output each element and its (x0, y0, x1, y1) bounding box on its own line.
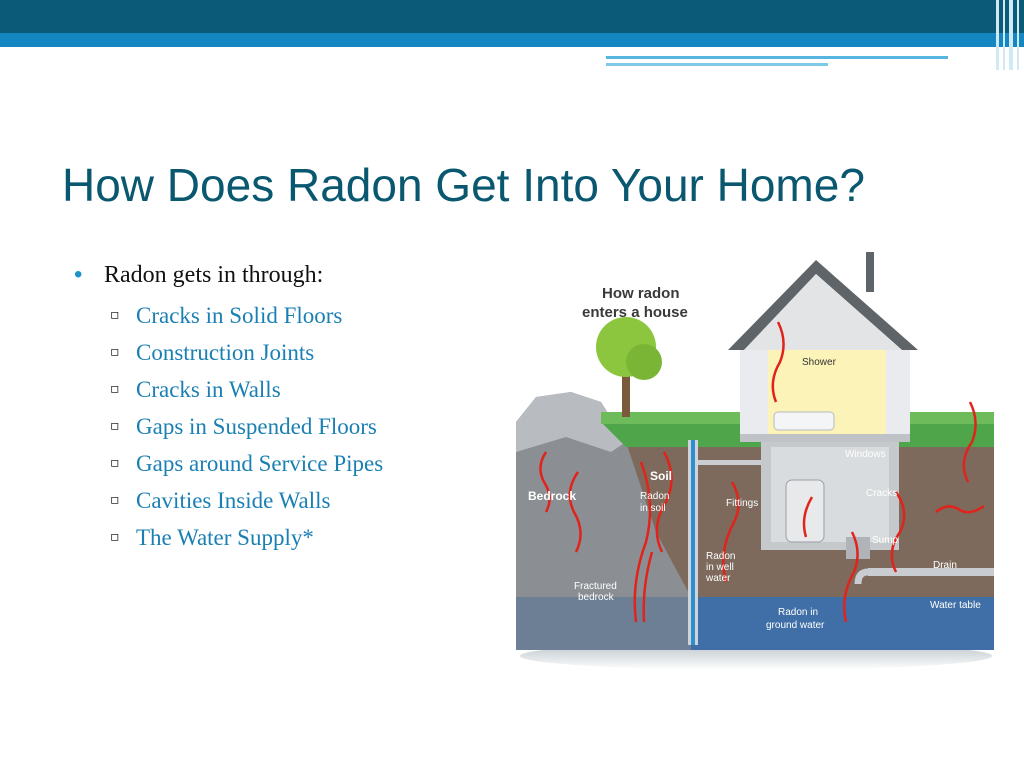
bedrock-layer (516, 392, 691, 650)
label-radon-soil: in soil (640, 503, 666, 514)
label-windows: Windows (845, 449, 886, 460)
sub-bullet-item: ▫ Cavities Inside Walls (74, 482, 383, 519)
sub-bullet-text: Cracks in Walls (136, 377, 281, 402)
bullet-item: • Radon gets in through: (74, 260, 383, 290)
bullet-dot-icon: • (74, 261, 83, 288)
sub-bullet-text: Cracks in Solid Floors (136, 303, 343, 328)
sub-bullet-list: ▫ Cracks in Solid Floors ▫ Construction Jo… (74, 297, 383, 556)
sub-bullet-item: ▫ The Water Supply* (74, 519, 383, 556)
bullet-list: • Radon gets in through: ▫ Cracks in Soli… (74, 260, 383, 556)
drain-pipe (868, 568, 994, 576)
square-bullet-icon: ▫ (110, 529, 120, 545)
square-bullet-icon: ▫ (110, 307, 120, 323)
label-radon-groundwater: Radon in (778, 607, 818, 618)
square-bullet-icon: ▫ (110, 418, 120, 434)
slide-title: How Does Radon Get Into Your Home? (62, 159, 865, 211)
radon-arrows (539, 321, 985, 623)
label-shower: Shower (802, 357, 837, 368)
label-radon-soil: Radon (640, 491, 669, 502)
label-soil: Soil (650, 469, 672, 483)
header-band-dark (0, 0, 1024, 33)
house-floor (740, 434, 910, 442)
diagram-title: How radon (602, 285, 680, 302)
square-bullet-icon: ▫ (110, 455, 120, 471)
label-radon-well: Radon (706, 551, 735, 562)
label-cracks: Cracks (866, 488, 897, 499)
tree-foliage (626, 344, 662, 380)
drain-elbow (854, 568, 869, 585)
header-accent-line (606, 63, 828, 66)
label-water-table: Water table (930, 600, 981, 611)
bedrock-top (516, 392, 626, 452)
square-bullet-icon: ▫ (110, 492, 120, 508)
house-roof (728, 260, 918, 350)
water-line-pipe (698, 460, 788, 465)
square-bullet-icon: ▫ (110, 381, 120, 397)
chimney-pipe (866, 252, 874, 292)
label-radon-groundwater: ground water (766, 620, 825, 631)
sub-bullet-item: ▫ Gaps around Service Pipes (74, 445, 383, 482)
square-bullet-icon: ▫ (110, 344, 120, 360)
well-water (691, 440, 695, 645)
bullet-text: Radon gets in through: (104, 262, 324, 288)
house-gable (744, 274, 902, 350)
tree-trunk (622, 362, 630, 417)
header-band-blue (0, 33, 1024, 47)
label-radon-well: in well (706, 562, 734, 573)
label-fractured-bedrock: bedrock (578, 592, 615, 603)
label-bedrock: Bedrock (528, 489, 576, 503)
label-fractured-bedrock: Fractured (574, 581, 617, 592)
sub-bullet-text: Gaps in Suspended Floors (136, 414, 377, 439)
bathtub (773, 411, 835, 431)
label-sump: Sump (872, 535, 899, 546)
sub-bullet-item: ▫ Construction Joints (74, 334, 383, 371)
sub-bullet-text: Gaps around Service Pipes (136, 451, 384, 476)
header-accent-line (606, 56, 948, 59)
sub-bullet-text: Cavities Inside Walls (136, 488, 331, 513)
diagram-title: enters a house (582, 304, 688, 321)
label-radon-well: water (705, 573, 731, 584)
bedrock-water (516, 597, 691, 650)
header-stripes (992, 0, 1024, 70)
sub-bullet-item: ▫ Gaps in Suspended Floors (74, 408, 383, 445)
sub-bullet-text: The Water Supply* (136, 525, 314, 550)
sub-bullet-item: ▫ Cracks in Solid Floors (74, 297, 383, 334)
label-drain: Drain (933, 560, 957, 571)
sub-bullet-item: ▫ Cracks in Walls (74, 371, 383, 408)
sub-bullet-text: Construction Joints (136, 340, 315, 365)
label-fittings: Fittings (726, 498, 758, 509)
radon-house-diagram: How radon enters a house Shower Windows … (516, 252, 994, 682)
